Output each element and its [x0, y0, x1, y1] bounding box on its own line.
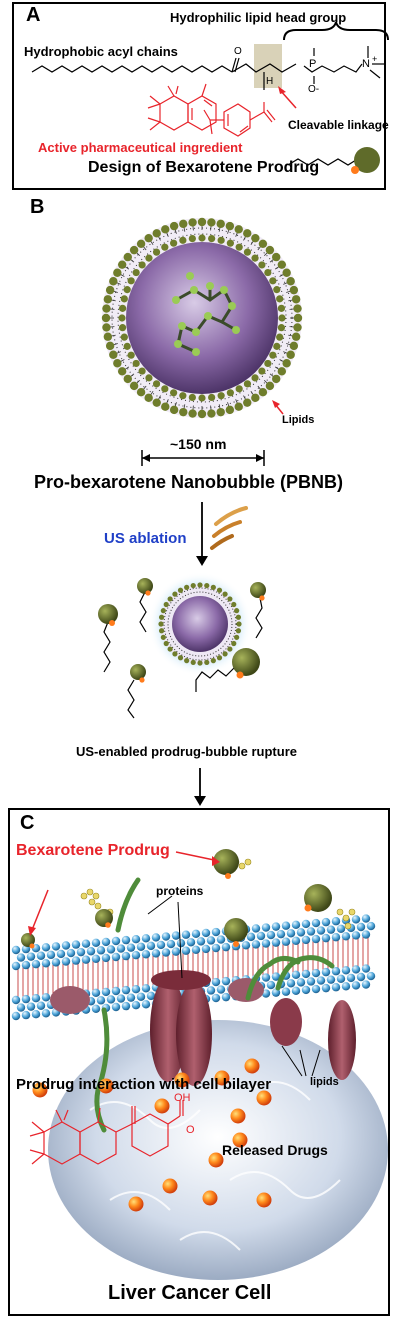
lipid-heads-inner: [118, 234, 286, 402]
mini-lipid-tail: [287, 158, 357, 166]
linkage-label: Cleavable linkage: [288, 118, 389, 132]
panel-a-letter: A: [26, 4, 41, 26]
nanobubble-main: [102, 218, 302, 418]
mini-lipid-drug: [351, 166, 359, 174]
n-plus-label: +: [372, 54, 378, 64]
panel-b-graphics: [98, 217, 303, 806]
atom-o-label: O: [234, 46, 242, 57]
molecule-atoms: [172, 272, 240, 356]
free-lipids: [103, 591, 263, 719]
bexarotene-structure-cell: [29, 1100, 184, 1165]
panel-b-letter: B: [30, 196, 45, 218]
rupture-label: US-enabled prodrug-bubble rupture: [76, 744, 297, 759]
panel-a-structure: [31, 21, 389, 174]
us-ablation-label: US ablation: [104, 530, 187, 547]
prodrug-arrows: [31, 851, 215, 931]
head-group-label: Hydrophilic lipid head group: [170, 10, 347, 25]
linkage-highlight: [254, 44, 282, 88]
oh-label: OH: [174, 1092, 191, 1104]
protein-channel-left: [150, 970, 212, 1086]
lipid-heads-outer: [101, 217, 303, 419]
lipids-label: Lipids: [282, 414, 315, 426]
membrane-lipids-label: lipids: [310, 1076, 339, 1088]
protein-channel-right: [328, 1000, 356, 1080]
prodrug-lipid-heads: [21, 849, 332, 949]
panel-c-letter: C: [20, 812, 35, 834]
ultrasound-waves-icon: [210, 506, 248, 550]
size-label: ~150 nm: [170, 436, 227, 452]
design-title: Design of Bexarotene Prodrug: [88, 159, 320, 176]
lipids-pointer-lines: [281, 1045, 321, 1077]
pbnb-title: Pro-bexarotene Nanobubble (PBNB): [34, 472, 344, 492]
interaction-label: Prodrug interaction with cell bilayer: [16, 1076, 272, 1093]
atom-n-label: N: [362, 58, 370, 70]
cell-texture: [89, 1081, 341, 1251]
released-drug-spheres: [32, 1058, 272, 1212]
acyl-chain: [31, 65, 233, 73]
membrane-tails: [17, 934, 369, 998]
o-label: O: [186, 1124, 195, 1136]
atom-o-minus-label: O-: [308, 84, 320, 95]
liver-cell-body: [48, 1020, 388, 1280]
atom-h-label: H: [266, 76, 274, 87]
api-label: Active pharmaceutical ingredient: [38, 140, 243, 155]
acyl-chains-label: Hydrophobic acyl chains: [24, 44, 178, 59]
atom-p-label: P: [309, 58, 317, 70]
head-group-bracket: [283, 21, 389, 41]
nanobubble-ruptured: [148, 572, 252, 676]
free-lipid-heads: [98, 578, 266, 683]
panel-a-box: [12, 2, 386, 190]
mini-lipid-head: [354, 147, 380, 173]
bexarotene-structure: [147, 83, 251, 137]
proteins-label: proteins: [156, 884, 204, 898]
bexarotene-prodrug-label: Bexarotene Prodrug: [16, 842, 170, 859]
liver-cancer-cell-label: Liver Cancer Cell: [108, 1282, 272, 1304]
small-lipid-heads: [158, 582, 242, 666]
released-drugs-label: Released Drugs: [222, 1142, 328, 1158]
proteins-pointer-lines: [147, 895, 183, 979]
